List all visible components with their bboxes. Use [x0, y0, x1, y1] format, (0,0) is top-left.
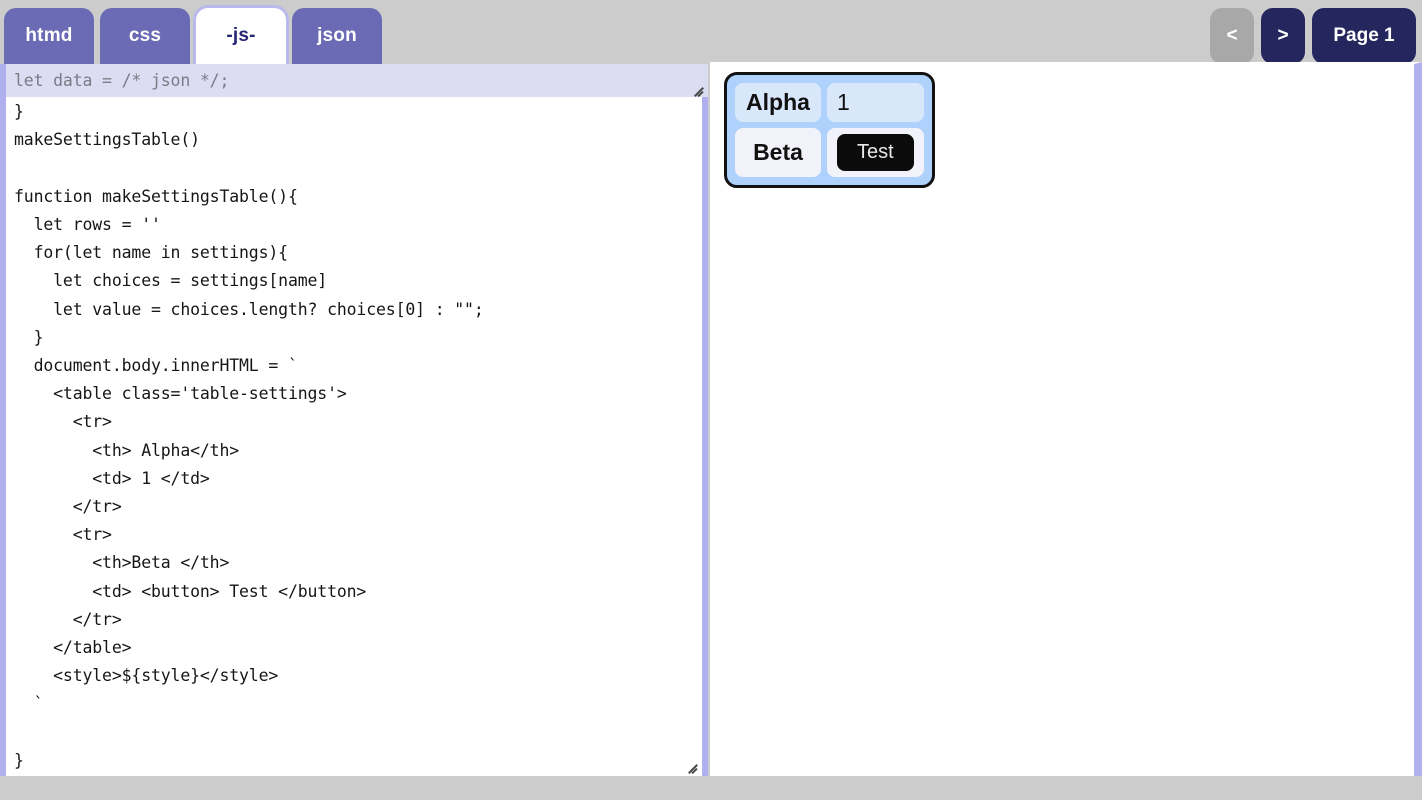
table-row: Beta Test	[735, 128, 924, 177]
json-data-input-overlay	[6, 64, 708, 97]
code-editor-resize-handle[interactable]	[686, 760, 700, 774]
editor-tab-strip: htmd css -js- json	[0, 8, 382, 64]
next-page-button[interactable]: >	[1261, 8, 1305, 64]
table-row: Alpha 1	[735, 83, 924, 122]
top-bar: htmd css -js- json < > Page 1	[0, 0, 1422, 64]
json-data-input-resize-handle[interactable]	[692, 83, 706, 97]
bottom-chrome-strip	[0, 776, 1422, 800]
code-editor-textarea[interactable]	[6, 64, 702, 776]
tab-css[interactable]: css	[100, 8, 190, 64]
preview-pane: Alpha 1 Beta Test	[710, 62, 1422, 792]
code-editor-pane	[0, 64, 708, 776]
settings-row-value: 1	[827, 83, 924, 122]
tab-htmd[interactable]: htmd	[4, 8, 94, 64]
test-button[interactable]: Test	[837, 134, 914, 171]
prev-page-button[interactable]: <	[1210, 8, 1254, 64]
page-indicator-button[interactable]: Page 1	[1312, 8, 1416, 64]
settings-row-name: Alpha	[735, 83, 821, 122]
tab-js[interactable]: -js-	[196, 8, 286, 64]
page-navigation: < > Page 1	[1210, 8, 1416, 64]
json-data-input[interactable]	[6, 64, 708, 97]
settings-row-value: Test	[827, 128, 924, 177]
settings-table: Alpha 1 Beta Test	[724, 72, 935, 188]
settings-row-name: Beta	[735, 128, 821, 177]
tab-json[interactable]: json	[292, 8, 382, 64]
